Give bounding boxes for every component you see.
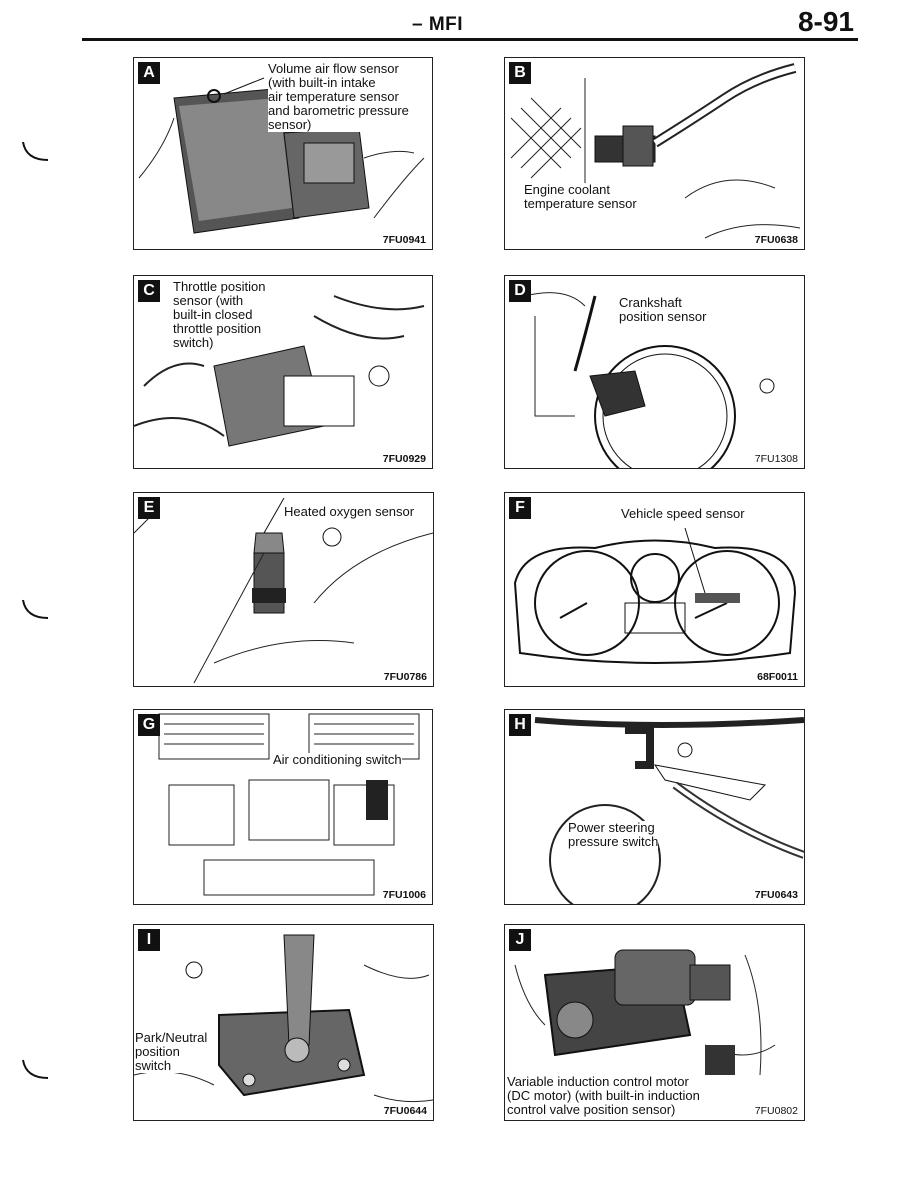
coolant-sensor-illustration	[510, 63, 801, 239]
panel-letter: B	[509, 62, 531, 84]
panel-caption: Vehicle speed sensor	[621, 506, 745, 521]
instrument-cluster-illustration	[513, 527, 797, 664]
panel-caption: Engine coolant temperature sensor	[524, 182, 637, 211]
panel-b-coolant-sensor: B Engine coolant temperature sensor 7FU0…	[504, 57, 805, 250]
induction-motor-illustration	[514, 949, 776, 1076]
panel-caption: Air conditioning switch	[273, 752, 402, 767]
header-rule	[82, 38, 858, 41]
panel-i-park-neutral: I Park/Neutral position switch 7FU0644	[133, 924, 434, 1121]
binder-mark-icon	[22, 1059, 49, 1079]
figure-code: 7FU0802	[752, 1105, 800, 1117]
panel-caption: Power steering pressure switch	[568, 820, 659, 849]
panel-letter: J	[509, 929, 531, 951]
panel-letter: C	[138, 280, 160, 302]
figure-code: 7FU1308	[752, 453, 800, 465]
figure-code: 7FU0786	[381, 671, 429, 683]
panel-caption: Throttle position sensor (with built-in …	[173, 279, 266, 350]
page-number: 8-91	[797, 6, 854, 37]
panel-letter: E	[138, 497, 160, 519]
panel-letter: H	[509, 714, 531, 736]
panel-caption: Park/Neutral position switch	[135, 1030, 208, 1073]
panel-letter: I	[138, 929, 160, 951]
panel-letter: G	[138, 714, 160, 736]
binder-mark-icon	[22, 599, 49, 619]
crankshaft-sensor-illustration	[524, 292, 775, 468]
panel-d-crankshaft-sensor: D Crankshaft position sensor 7FU1308	[504, 275, 805, 469]
air-flow-sensor-illustration	[138, 77, 425, 234]
panel-g-ac-switch: G Air conditioning switch 7FU1006	[133, 709, 433, 905]
panel-caption: Volume air flow sensor (with built-in in…	[268, 61, 409, 132]
ac-switch-illustration	[158, 713, 420, 896]
panel-f-speed-sensor: F Vehicle speed sensor 68F0011	[504, 492, 805, 687]
figure-code: 7FU0929	[380, 453, 428, 465]
panel-e-oxygen-sensor: E Heated oxygen sensor 7FU0786	[133, 492, 434, 687]
panel-j-induction-motor: J Variable induction control motor (DC m…	[504, 924, 805, 1121]
throttle-sensor-illustration	[134, 295, 425, 447]
binder-mark-icon	[22, 141, 49, 161]
panel-letter: A	[138, 62, 160, 84]
panel-caption: Heated oxygen sensor	[284, 504, 415, 519]
power-steering-switch-illustration	[534, 717, 804, 904]
panel-letter: F	[509, 497, 531, 519]
figure-code: 7FU0941	[380, 234, 428, 246]
panel-caption: Variable induction control motor (DC mot…	[507, 1074, 700, 1117]
figure-code: 7FU1006	[380, 889, 428, 901]
panel-caption: Crankshaft position sensor	[619, 295, 707, 324]
panel-a-air-flow-sensor: A Volume air flow sensor (with built-in …	[133, 57, 433, 250]
park-neutral-switch-illustration	[134, 934, 433, 1103]
panel-c-throttle-sensor: C Throttle position sensor (with built-i…	[133, 275, 433, 469]
figure-code: 7FU0644	[381, 1105, 429, 1117]
panel-letter: D	[509, 280, 531, 302]
panel-h-power-steering: H Power steering pressure switch 7FU0643	[504, 709, 805, 905]
oxygen-sensor-illustration	[134, 497, 433, 684]
section-title: – MFI	[412, 14, 464, 35]
figure-code: 7FU0638	[752, 234, 800, 246]
figure-code: 7FU0643	[752, 889, 800, 901]
figure-code: 68F0011	[755, 671, 800, 683]
